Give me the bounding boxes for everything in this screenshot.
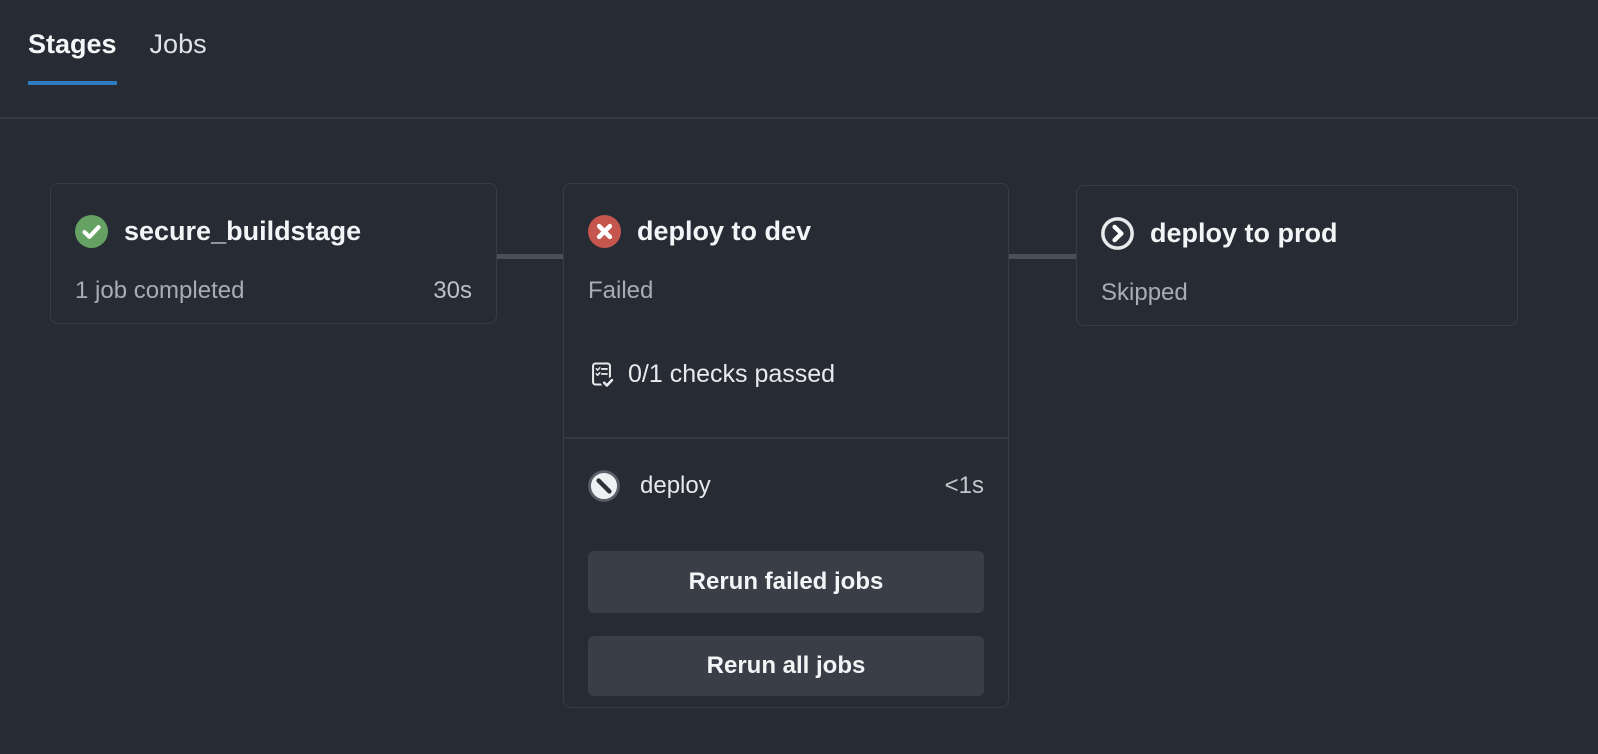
job-duration: <1s — [944, 472, 984, 499]
card-section-divider — [564, 437, 1008, 439]
header-divider — [0, 117, 1598, 119]
success-check-icon — [75, 214, 108, 248]
stage-card-deploy-to-dev[interactable]: deploy to dev Failed 0/1 checks passed — [563, 183, 1009, 708]
tab-stages[interactable]: Stages — [28, 0, 117, 85]
skipped-chevron-icon — [1101, 216, 1134, 250]
job-row-deploy[interactable]: deploy <1s — [588, 469, 984, 503]
stage-status-row: 1 job completed 30s — [75, 276, 472, 305]
tab-jobs[interactable]: Jobs — [149, 29, 207, 59]
stage-status-row: Failed — [588, 276, 984, 305]
rerun-failed-jobs-button[interactable]: Rerun failed jobs — [588, 551, 984, 613]
failed-x-icon — [588, 214, 621, 248]
stage-connector — [497, 254, 563, 259]
stage-header: deploy to prod — [1101, 216, 1493, 250]
stage-status-text: Failed — [588, 277, 654, 304]
job-name: deploy — [640, 472, 711, 499]
checks-passed-link[interactable]: 0/1 checks passed — [588, 359, 984, 389]
stage-title: secure_buildstage — [124, 215, 362, 246]
canceled-slash-icon — [588, 470, 620, 502]
stage-duration: 30s — [433, 277, 472, 304]
stage-title: deploy to prod — [1150, 217, 1338, 248]
stage-status-row: Skipped — [1101, 278, 1493, 307]
stage-card-deploy-to-prod[interactable]: deploy to prod Skipped — [1076, 185, 1518, 326]
stage-header: secure_buildstage — [75, 214, 472, 248]
tab-bar: Stages Jobs — [28, 0, 207, 85]
stage-title: deploy to dev — [637, 215, 812, 246]
rerun-all-jobs-button[interactable]: Rerun all jobs — [588, 636, 984, 696]
stage-header: deploy to dev — [588, 214, 984, 248]
stage-card-secure-buildstage[interactable]: secure_buildstage 1 job completed 30s — [50, 183, 497, 324]
stage-status-text: Skipped — [1101, 279, 1188, 306]
stage-connector — [1009, 254, 1076, 259]
stage-status-text: 1 job completed — [75, 277, 245, 304]
checklist-icon — [588, 359, 615, 389]
checks-passed-text: 0/1 checks passed — [628, 359, 836, 388]
